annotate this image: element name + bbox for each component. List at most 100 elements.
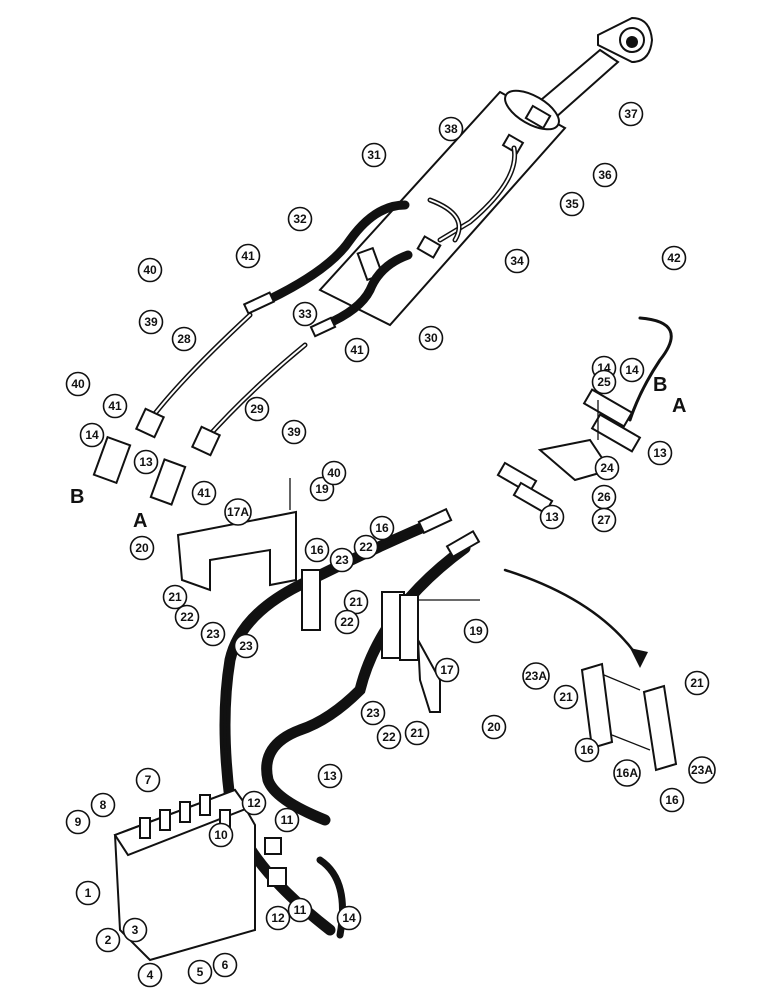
callout-circle xyxy=(65,371,91,397)
callout-circle xyxy=(79,422,105,448)
callout-circle xyxy=(133,449,159,475)
callout-number: 39 xyxy=(144,315,158,329)
callout-circle xyxy=(329,547,355,573)
callout-circle xyxy=(138,309,164,335)
callout-42: 42 xyxy=(661,245,687,271)
callout-30: 30 xyxy=(418,325,444,351)
callout-7: 7 xyxy=(135,767,161,793)
callout-40: 40 xyxy=(65,371,91,397)
callout-number: 31 xyxy=(367,148,381,162)
callout-23a: 23A xyxy=(522,662,550,690)
callout-number: 36 xyxy=(598,168,612,182)
callout-35: 35 xyxy=(559,191,585,217)
callout-23: 23 xyxy=(233,633,259,659)
callout-number: 10 xyxy=(214,828,228,842)
callout-3: 3 xyxy=(122,917,148,943)
callout-17a: 17A xyxy=(224,498,252,526)
callout-22: 22 xyxy=(376,724,402,750)
callout-29: 29 xyxy=(244,396,270,422)
callout-circle xyxy=(287,897,313,923)
upper-hoses xyxy=(147,200,413,443)
callout-circle xyxy=(504,248,530,274)
callout-circle xyxy=(618,101,644,127)
callout-number: 30 xyxy=(424,331,438,345)
callout-circle xyxy=(292,301,318,327)
callout-14: 14 xyxy=(79,422,105,448)
callout-circle xyxy=(174,604,200,630)
callout-number: 29 xyxy=(250,402,264,416)
callout-circle xyxy=(65,809,91,835)
callout-number: 3 xyxy=(132,923,139,937)
callout-23: 23 xyxy=(329,547,355,573)
callout-number: 9 xyxy=(75,815,82,829)
callout-circle xyxy=(137,962,163,988)
callout-16: 16 xyxy=(369,515,395,541)
callout-number: 16 xyxy=(310,543,324,557)
callout-circle xyxy=(592,162,618,188)
callout-circle xyxy=(404,720,430,746)
callout-circle xyxy=(591,369,617,395)
callout-number: 16A xyxy=(616,766,638,780)
callout-circle xyxy=(463,618,489,644)
callout-number: 37 xyxy=(624,107,638,121)
callout-circle xyxy=(75,880,101,906)
callout-6: 6 xyxy=(212,952,238,978)
callout-number: 40 xyxy=(143,263,157,277)
callout-number: 17A xyxy=(227,505,249,519)
callout-circle xyxy=(619,357,645,383)
callout-21: 21 xyxy=(343,589,369,615)
callout-40: 40 xyxy=(321,460,347,486)
callout-14: 14 xyxy=(619,357,645,383)
callout-16: 16 xyxy=(304,537,330,563)
callout-circle xyxy=(659,787,685,813)
callout-circle xyxy=(376,724,402,750)
callout-circle xyxy=(336,905,362,931)
callout-circle xyxy=(559,191,585,217)
callout-number: 11 xyxy=(294,903,307,917)
callout-number: 7 xyxy=(145,773,152,787)
callout-5: 5 xyxy=(187,959,213,985)
callout-21: 21 xyxy=(404,720,430,746)
callout-number: 13 xyxy=(653,446,667,460)
adapters-right xyxy=(496,316,673,515)
callout-circle xyxy=(122,917,148,943)
callout-25: 25 xyxy=(591,369,617,395)
callout-21: 21 xyxy=(553,684,579,710)
callout-circle xyxy=(171,326,197,352)
adapters-left xyxy=(92,407,222,506)
callout-number: 5 xyxy=(197,965,204,979)
connection-letter-b: B xyxy=(70,486,84,508)
callout-number: 33 xyxy=(298,307,312,321)
callout-number: 25 xyxy=(597,375,611,389)
callout-8: 8 xyxy=(90,792,116,818)
callout-number: 21 xyxy=(690,676,704,690)
callout-number: 23 xyxy=(206,627,220,641)
callout-number: 22 xyxy=(382,730,396,744)
callout-circle xyxy=(647,440,673,466)
callout-23: 23 xyxy=(200,621,226,647)
callout-number: 41 xyxy=(197,486,211,500)
callout-21: 21 xyxy=(684,670,710,696)
callout-number: 11 xyxy=(281,813,294,827)
callout-circle xyxy=(591,507,617,533)
callout-number: 14 xyxy=(625,363,639,377)
callout-circle xyxy=(244,396,270,422)
callout-27: 27 xyxy=(591,507,617,533)
callout-14: 14 xyxy=(336,905,362,931)
callout-12: 12 xyxy=(265,905,291,931)
callout-22: 22 xyxy=(334,609,360,635)
callout-number: 41 xyxy=(241,249,255,263)
callout-number: 6 xyxy=(222,958,229,972)
callout-13: 13 xyxy=(133,449,159,475)
callout-number: 12 xyxy=(271,911,285,925)
callout-circle xyxy=(321,460,347,486)
callout-number: 19 xyxy=(469,624,483,638)
callout-number: 23A xyxy=(525,669,547,683)
callout-circle xyxy=(191,480,217,506)
callout-circle xyxy=(317,763,343,789)
callout-number: 23 xyxy=(366,706,380,720)
brackets-and-clamps xyxy=(176,478,480,713)
callout-circle xyxy=(274,807,300,833)
